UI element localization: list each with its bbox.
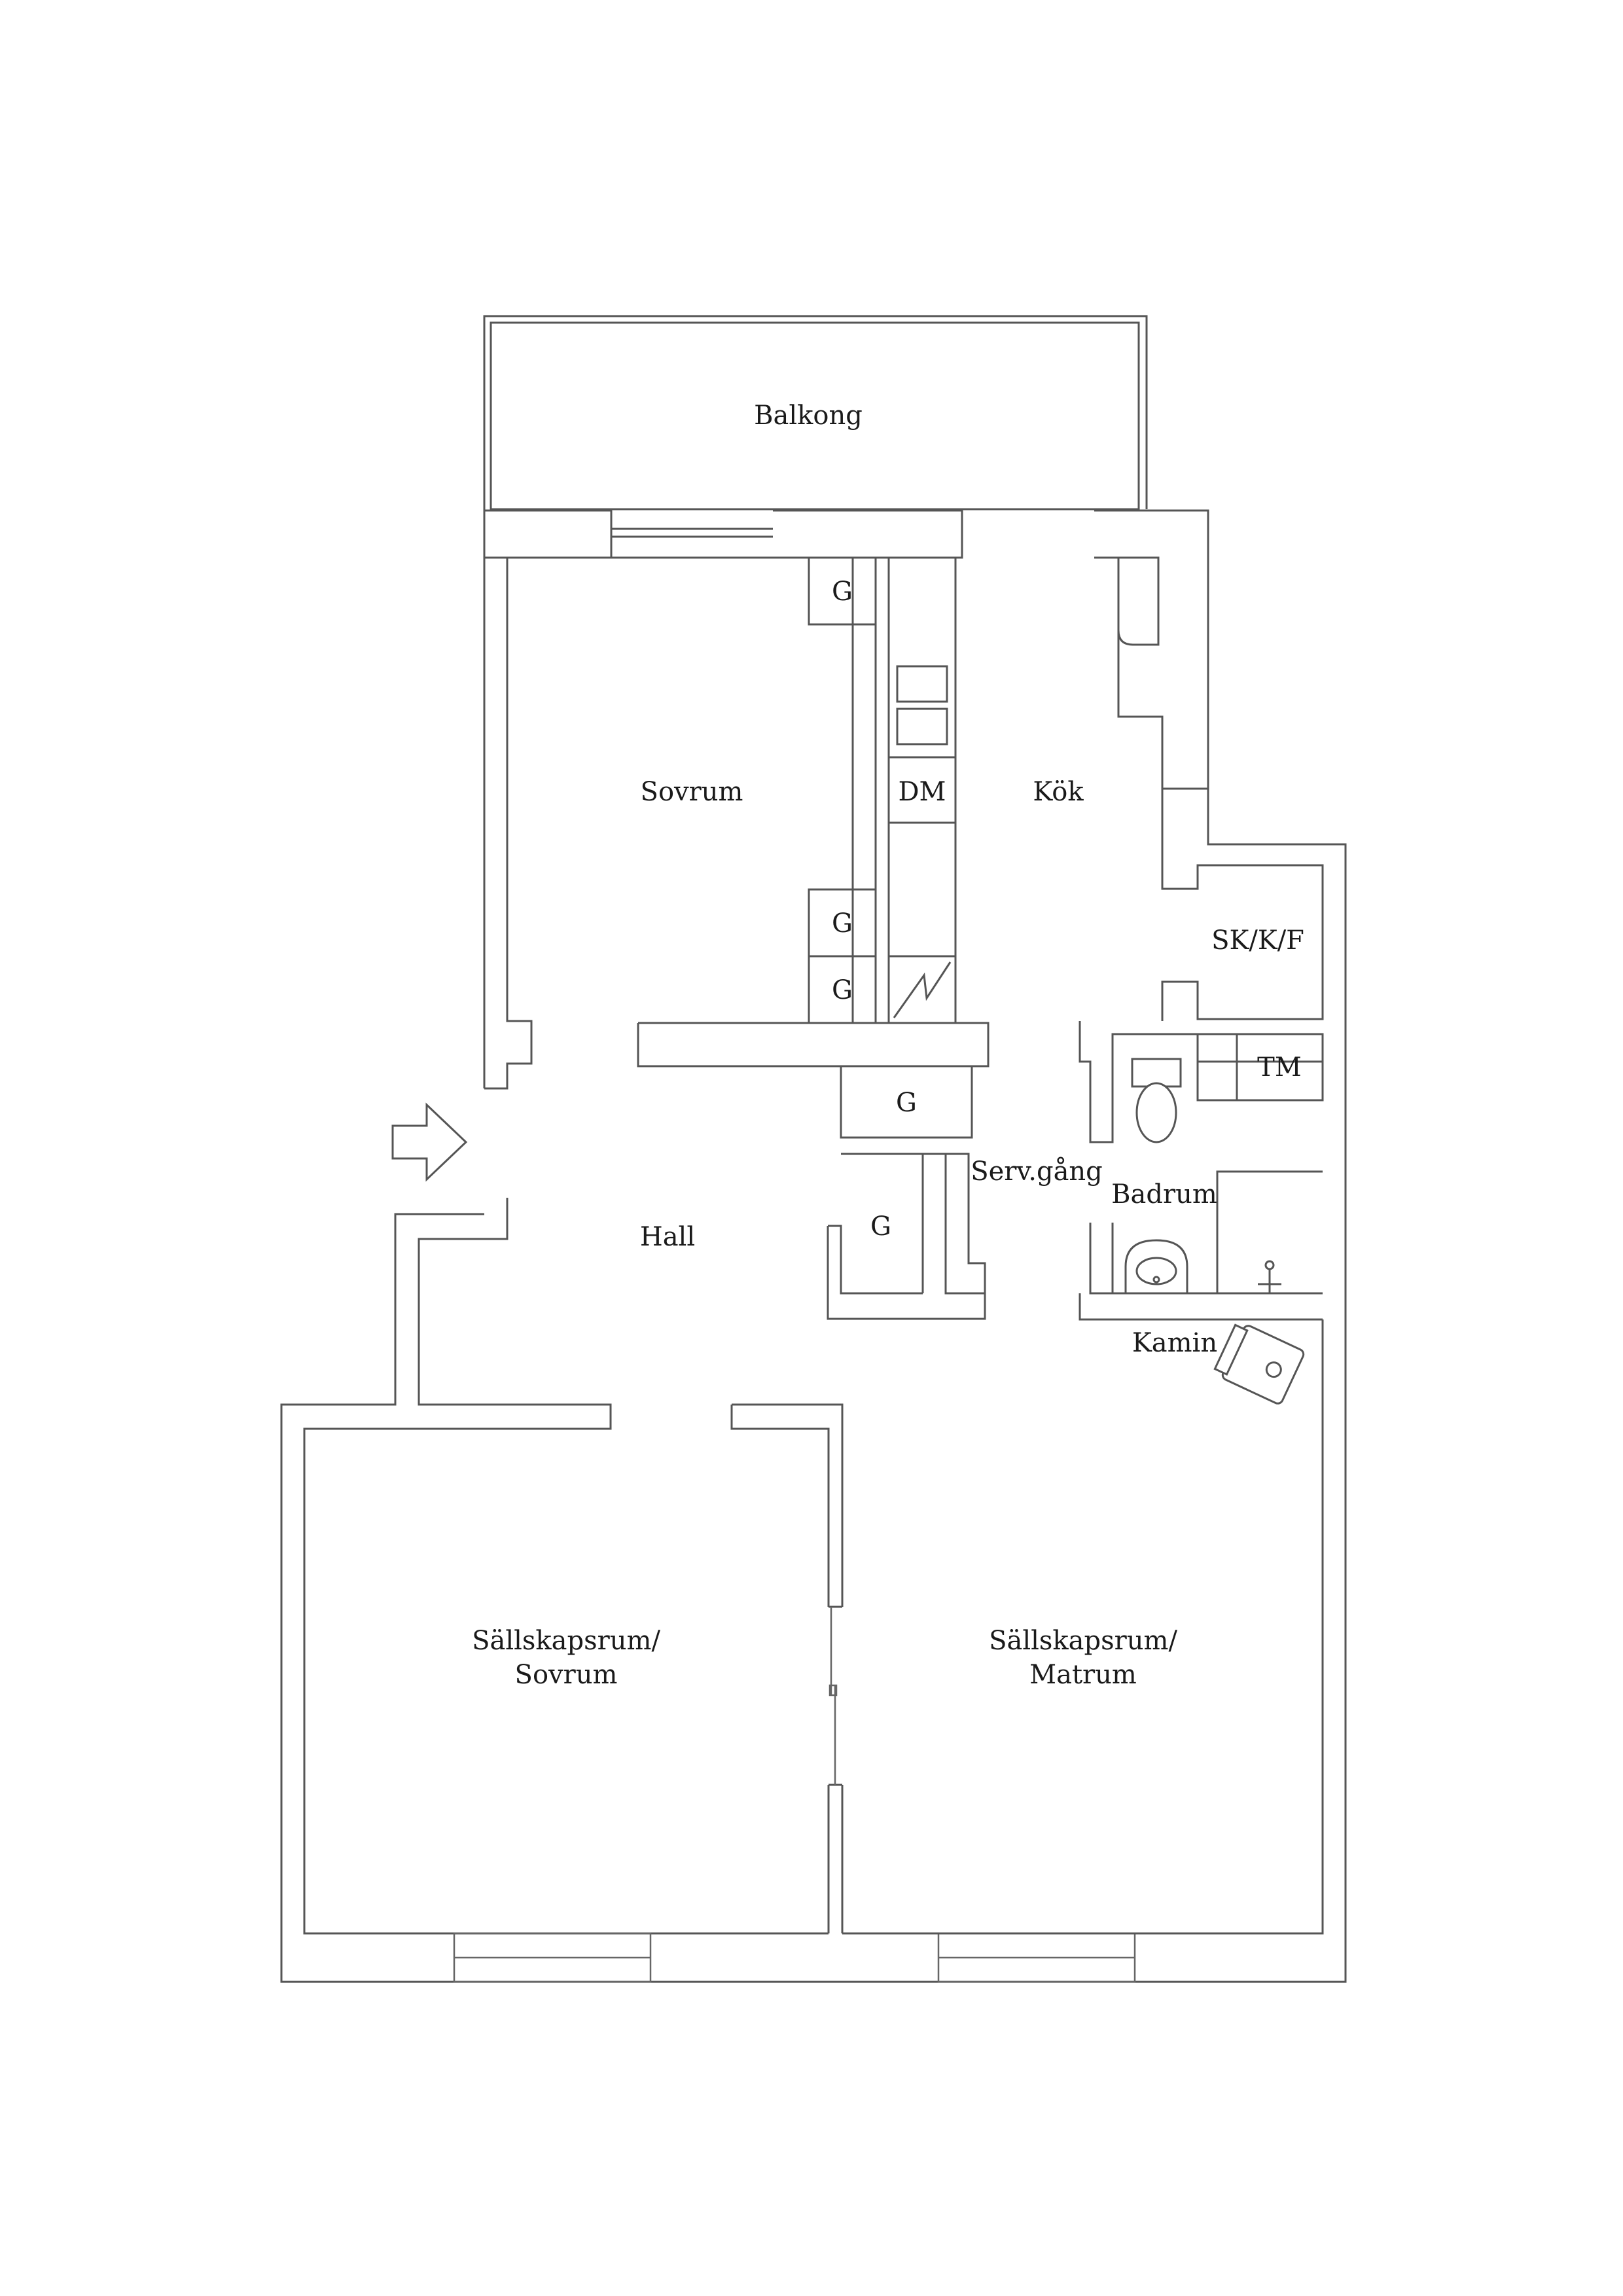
sink-icon [1124, 1239, 1188, 1295]
label-closet-g2: G [832, 908, 853, 939]
entrance-arrow-icon [391, 1102, 468, 1182]
room-labels: Balkong Sovrum Kök DM SK/K/F TM Hall Ser… [472, 401, 1304, 1690]
label-sallskap-sovrum-line2: Sovrum [515, 1660, 618, 1690]
label-skkf: SK/K/F [1211, 925, 1304, 956]
label-dm: DM [898, 777, 946, 807]
label-sovrum: Sovrum [641, 777, 743, 807]
closet-labels: G G G G G [832, 577, 917, 1242]
label-closet-g5: G [870, 1211, 891, 1242]
label-servgang: Serv.gång [971, 1157, 1103, 1187]
label-sallskap-sovrum-line1: Sällskapsrum/ [472, 1626, 660, 1656]
label-closet-g3: G [832, 975, 853, 1005]
toilet-icon [1131, 1058, 1182, 1143]
label-closet-g4: G [896, 1088, 917, 1118]
electrical-panel-icon [887, 955, 957, 1024]
stove-icon [896, 665, 948, 745]
label-badrum: Badrum [1111, 1179, 1217, 1210]
shower-icon [1258, 1260, 1281, 1293]
label-sallskap-matrum-line1: Sällskapsrum/ [989, 1626, 1177, 1656]
label-closet-g1: G [832, 577, 853, 607]
label-tm: TM [1257, 1052, 1302, 1083]
label-kok: Kök [1033, 777, 1084, 807]
label-balkong: Balkong [754, 401, 863, 431]
balcony [483, 315, 1148, 512]
lower-walls [730, 1403, 844, 1933]
label-kamin: Kamin [1132, 1328, 1217, 1358]
exterior-walls [280, 509, 1347, 1983]
label-hall: Hall [640, 1222, 695, 1252]
bedroom-walls [507, 556, 877, 1024]
hall-walls [637, 1022, 990, 1320]
fireplace-icon [1213, 1323, 1305, 1405]
kitchen-walls [887, 556, 1324, 1024]
bathroom-walls [1079, 1021, 1324, 1321]
label-sallskap-matrum-line2: Matrum [1029, 1660, 1137, 1690]
